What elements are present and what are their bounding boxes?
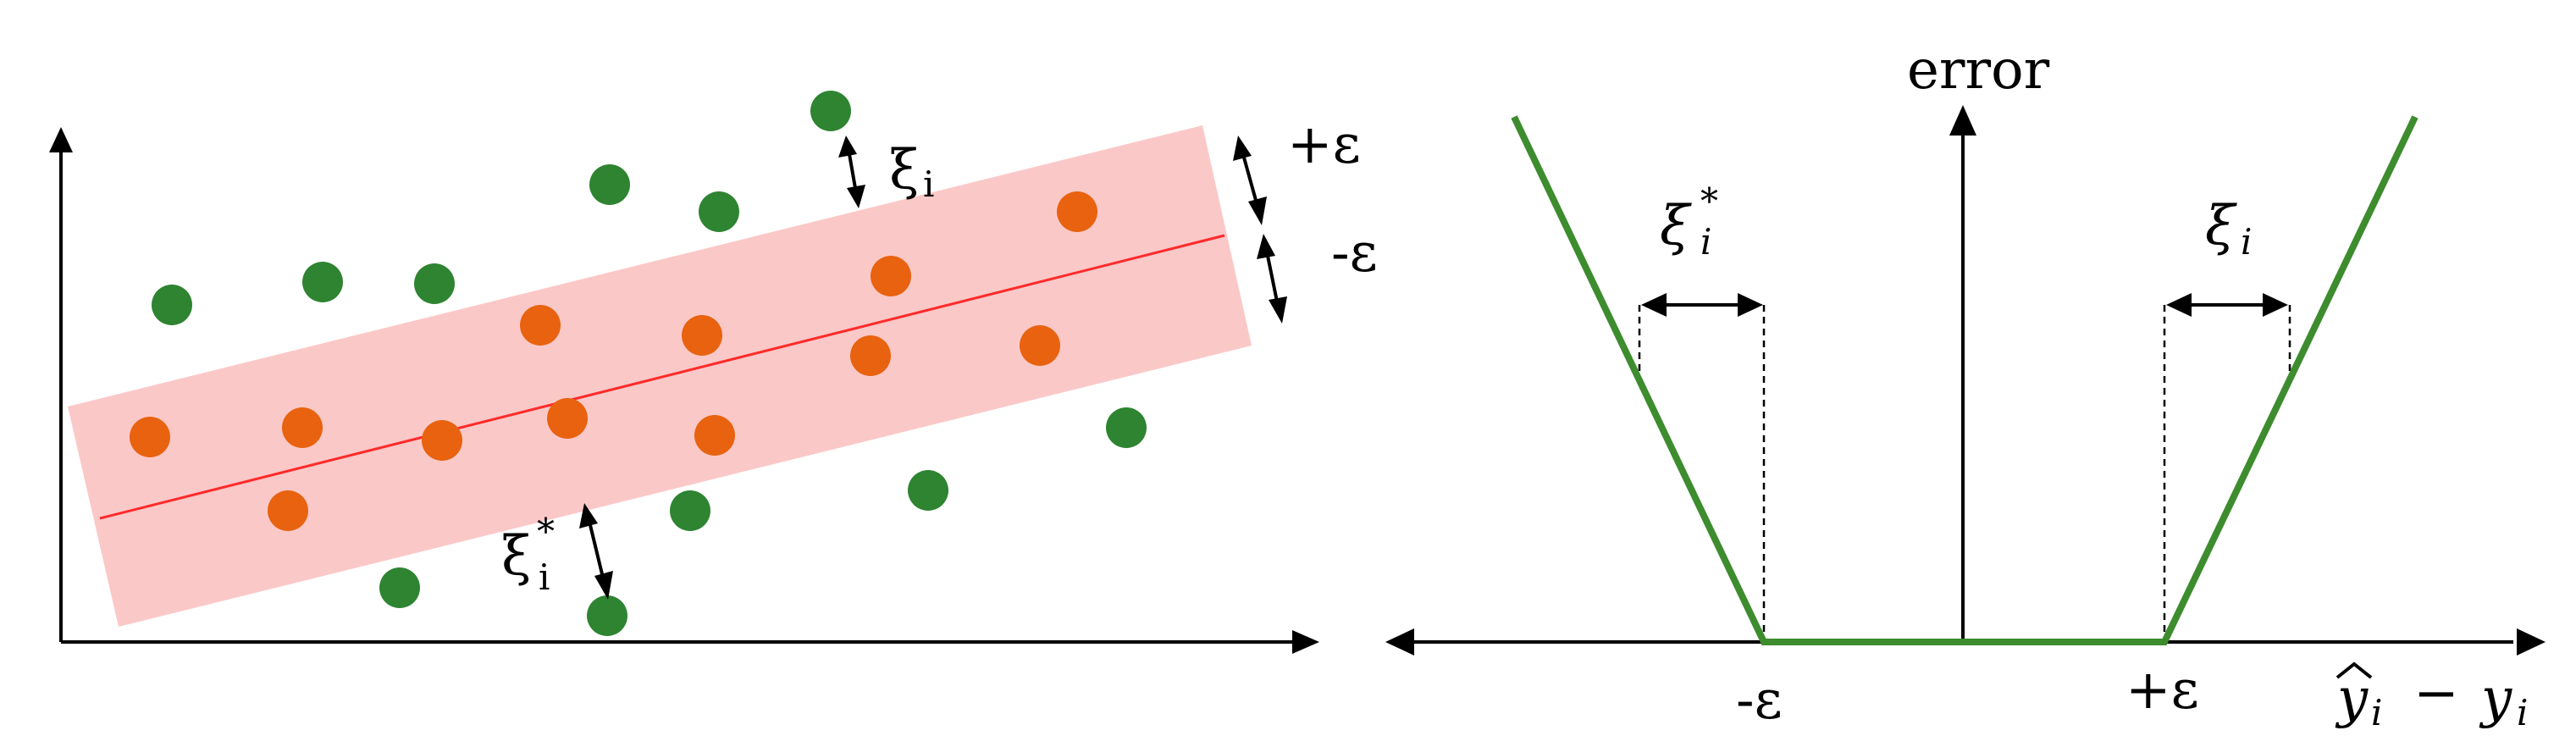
inlier-point [520, 305, 561, 346]
xi-label-top: ξ [889, 139, 919, 202]
inlier-point [1057, 191, 1097, 232]
inlier-point [682, 315, 722, 356]
dashed-guides [1638, 305, 2291, 642]
xi-star-sup-bottom: * [537, 511, 555, 552]
outlier-point [302, 262, 343, 302]
inlier-point [871, 256, 911, 296]
left-axes [49, 127, 1319, 654]
minus-eps-label: -ε [1331, 222, 1378, 285]
epsilon-insensitive-loss [1511, 115, 2418, 645]
plus-eps-arrow [1233, 136, 1267, 225]
regression-line [99, 234, 1225, 520]
epsilon-tube [68, 125, 1252, 627]
minus-eps-arrow [1257, 234, 1287, 324]
xi-star-sup-right-panel: * [1700, 180, 1718, 222]
y-symbol: y [2479, 667, 2512, 730]
xi-slack-arrow-top [838, 136, 865, 208]
inlier-point [850, 335, 891, 376]
xi-star-horizontal-arrow [1641, 293, 1763, 317]
y-hat-sub: i [2371, 692, 2382, 733]
left-y-axis-arrow [49, 127, 73, 152]
error-axis-label: error [1907, 39, 2050, 102]
plus-eps-tick-label: +ε [2125, 659, 2199, 722]
inlier-point [282, 407, 323, 448]
xi-star-slack-arrow-bottom [579, 503, 613, 600]
hat-accent [2336, 661, 2373, 679]
y-sub: i [2517, 692, 2528, 733]
right-panel: error ξ * i ξ i -ε +ε [1385, 39, 2546, 733]
xi-star-sub-bottom: i [539, 556, 550, 598]
xi-star-label-right-panel: ξ [1660, 195, 1692, 257]
xi-star-label-bottom: ξ [501, 525, 531, 588]
outlier-point [1106, 407, 1147, 448]
xi-horizontal-arrow [2166, 293, 2288, 317]
xi-sub-top: i [923, 163, 934, 205]
outlier-point [699, 191, 739, 232]
outlier-point [589, 164, 630, 205]
inlier-point [547, 398, 588, 439]
right-y-axis-arrow [1949, 105, 1976, 136]
xi-label-right-panel: ξ [2205, 195, 2237, 257]
inlier-point [422, 420, 462, 461]
x-axis-label: y i − y i [2335, 661, 2528, 733]
outlier-point [414, 263, 455, 304]
inlier-points [130, 191, 1097, 531]
left-x-axis-arrow [1292, 630, 1319, 654]
outlier-point [810, 91, 851, 131]
right-x-axis-arrow-left [1385, 628, 1414, 656]
outlier-point [670, 490, 710, 531]
outlier-point [587, 595, 627, 636]
outlier-point [908, 470, 948, 511]
left-panel: ξ i +ε -ε ξ * i [49, 91, 1378, 654]
outlier-point [379, 567, 420, 608]
inlier-point [268, 490, 308, 531]
y-hat-symbol: y [2335, 667, 2369, 730]
inlier-point [1020, 325, 1060, 366]
minus-eps-tick-label: -ε [1736, 669, 1783, 732]
minus-operator: − [2413, 662, 2459, 725]
xi-sub-right-panel: i [2241, 221, 2252, 263]
plus-eps-label: +ε [1287, 113, 1361, 176]
inlier-point [694, 415, 735, 456]
xi-star-sub-right-panel: i [1700, 221, 1711, 263]
right-x-axis-arrow-right [2517, 628, 2546, 656]
outlier-point [152, 285, 192, 325]
outlier-points [152, 91, 1147, 636]
inlier-point [130, 417, 170, 457]
